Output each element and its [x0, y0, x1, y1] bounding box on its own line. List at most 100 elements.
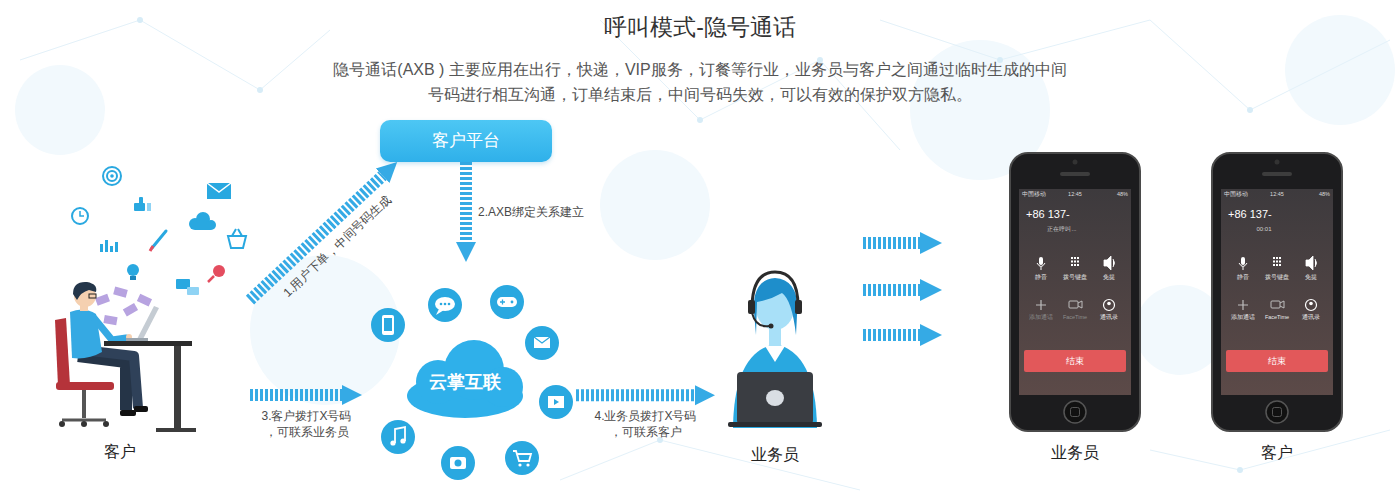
phone-number: +86 137- — [1228, 208, 1323, 221]
edge-label: 2.AXB绑定关系建立 — [478, 204, 584, 220]
clock-icon — [80, 211, 84, 216]
button-label: 拨号键盘 — [1260, 274, 1294, 281]
button-label: 添加通话 — [1226, 314, 1260, 321]
device-label: 业务员 — [1025, 443, 1125, 462]
button-label: 通讯录 — [1092, 314, 1126, 321]
cloud-icon — [189, 212, 216, 230]
call-status: 正在呼叫... — [1037, 226, 1087, 233]
mail-icon — [534, 337, 550, 348]
carrier-label: 中国移动 — [1224, 191, 1258, 198]
mail-icon — [207, 183, 231, 192]
icon-circle — [539, 385, 573, 419]
network-dot — [697, 117, 703, 123]
flow-arrow — [576, 389, 695, 401]
cloud-label: 云掌互联 — [405, 372, 525, 394]
camera-icon — [450, 457, 466, 469]
bubble — [600, 150, 710, 260]
cart-icon — [526, 463, 529, 466]
diagram-title: 呼叫模式-隐号通话 — [0, 14, 1400, 42]
flow-arrow — [250, 389, 342, 401]
flow-arrow — [863, 243, 920, 335]
target-icon — [103, 167, 121, 185]
music-icon — [390, 440, 395, 445]
headset — [748, 300, 755, 314]
cloud-node: 云掌互联 — [362, 262, 576, 484]
headset — [752, 272, 798, 306]
phone-node: 中国移动12:4548%+86 137-00:01静音拨号键盘免提添加通话Fac… — [1212, 153, 1342, 431]
network-dot — [137, 17, 143, 23]
arm — [94, 318, 126, 340]
chair-stem — [82, 390, 86, 418]
target-icon — [107, 171, 117, 181]
camera-icon — [441, 446, 475, 480]
button-label: FaceTime — [1058, 314, 1092, 321]
hair — [73, 282, 96, 300]
phone-figure — [1212, 153, 1342, 431]
thumb-icon — [134, 203, 145, 211]
edge-label: 4.业务员拨打X号码 ，可联系客户 — [593, 408, 698, 440]
money-icon — [95, 294, 110, 306]
icon-circle — [381, 420, 415, 454]
chair-back — [55, 318, 70, 386]
search-icon — [213, 265, 225, 277]
bulb-icon — [130, 276, 136, 280]
phone-node: 中国移动12:4548%+86 137-正在呼叫...静音拨号键盘免提添加通话F… — [1010, 153, 1140, 431]
service-icons — [371, 285, 573, 480]
agent-collar — [765, 346, 785, 362]
agent-hair — [754, 278, 797, 335]
button-label: 通讯录 — [1294, 314, 1328, 321]
chat-icon — [440, 303, 443, 306]
clock-label: 12:45 — [1058, 191, 1092, 198]
background-network — [137, 17, 1253, 473]
target-icon — [103, 167, 121, 185]
cloud-icon — [195, 224, 211, 230]
camera-icon — [455, 460, 462, 467]
network-dot — [257, 87, 263, 93]
network-dot — [1247, 107, 1253, 113]
shoe — [120, 410, 136, 416]
battery-label: 48% — [1094, 191, 1128, 198]
icon-circle — [441, 446, 475, 480]
shoe — [134, 406, 148, 412]
clock-icon — [72, 208, 88, 224]
video-icon — [554, 399, 559, 405]
flow-arrowhead — [920, 279, 942, 301]
network-dot — [1237, 467, 1243, 473]
bar-icon — [110, 246, 113, 252]
chat-icon — [436, 309, 444, 315]
device-label: 客户 — [1227, 443, 1327, 462]
leg — [78, 356, 126, 410]
battery-label: 48% — [1296, 191, 1330, 198]
flow-arrow — [460, 162, 472, 242]
chair-wheel — [59, 421, 65, 427]
edge-label: 3.客户拨打X号码 ，可联系业务员 — [260, 408, 353, 440]
laptop — [126, 338, 148, 341]
flow-arrows — [863, 232, 942, 346]
flow-arrowhead — [920, 232, 942, 254]
background-network — [20, 20, 1390, 490]
thumb-icon — [134, 197, 151, 211]
video-icon — [539, 385, 573, 419]
money-icon — [103, 315, 117, 325]
phone-icon — [382, 315, 394, 335]
bubble — [1285, 15, 1395, 125]
chat-icon — [444, 303, 447, 306]
thumb-icon — [147, 203, 151, 211]
bar-icon — [105, 240, 108, 252]
pen-icon — [150, 246, 153, 251]
music-icon — [400, 438, 405, 443]
chair-wheel — [81, 421, 87, 427]
laptop-logo — [766, 390, 784, 406]
phone-figure — [1010, 153, 1140, 431]
desk-leg — [174, 346, 181, 430]
laptop-base — [728, 422, 822, 427]
customer-node: 客户 — [40, 150, 250, 460]
button-label: 免提 — [1294, 274, 1328, 281]
role-label: 客户 — [80, 442, 160, 461]
phone-number: +86 137- — [1026, 208, 1121, 221]
flow-arrowhead — [920, 324, 942, 346]
end-button-label: 结束 — [1226, 350, 1328, 372]
laptop — [136, 306, 159, 341]
music-icon — [381, 420, 415, 454]
icon-cluster — [72, 167, 246, 325]
